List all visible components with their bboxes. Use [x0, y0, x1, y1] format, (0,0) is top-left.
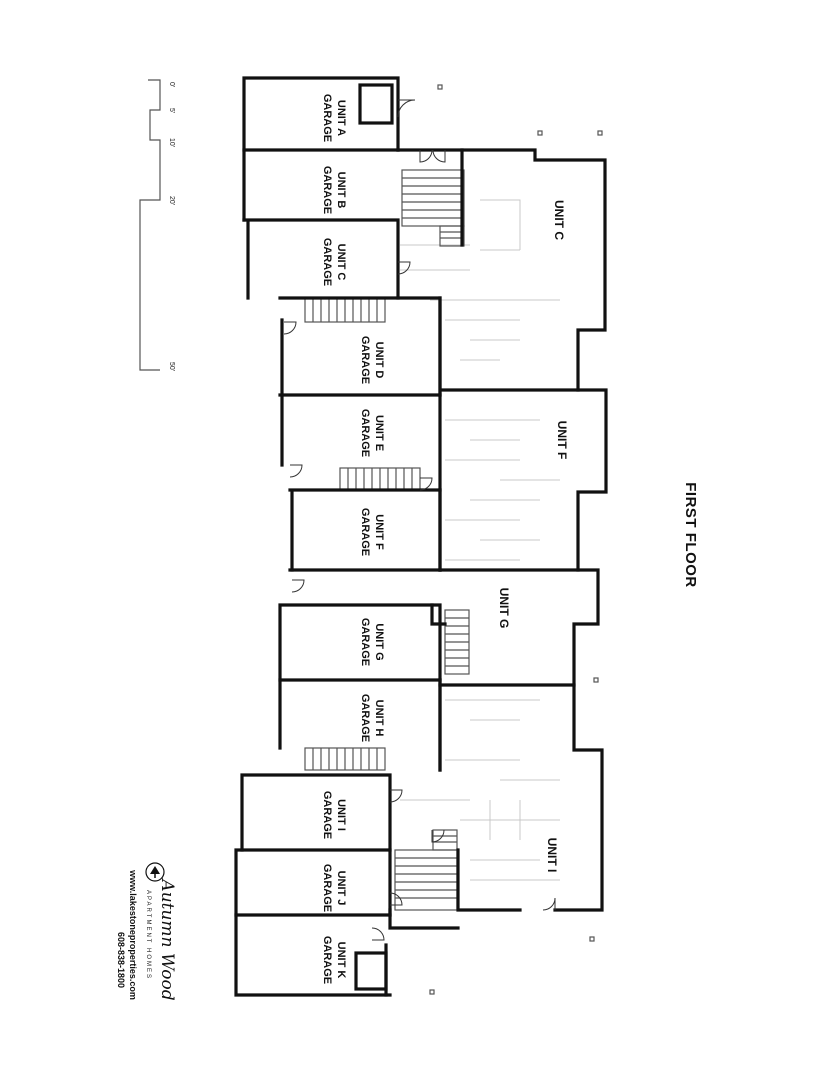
garage-h-unit: UNIT H	[373, 700, 385, 737]
garage-e-label: GARAGE	[359, 409, 371, 457]
page-title: FIRST FLOOR	[682, 482, 699, 588]
scale-tick-10: 10'	[168, 138, 175, 147]
garage-d-label: GARAGE	[359, 336, 371, 384]
scale-bar: 0' 5' 10' 20' 50'	[139, 79, 175, 371]
garage-c-label: GARAGE	[321, 238, 333, 286]
garage-a-unit: UNIT A	[335, 100, 347, 136]
unit-labels: UNIT C UNIT F UNIT G UNIT I	[497, 200, 569, 872]
garage-k-unit: UNIT K	[335, 942, 347, 979]
unit-g-label: UNIT G	[497, 588, 511, 629]
garage-labels: UNIT A GARAGE UNIT B GARAGE UNIT C GARAG…	[321, 94, 385, 984]
garage-b-label: GARAGE	[321, 166, 333, 214]
brand-subtitle: APARTMENT HOMES	[145, 890, 151, 980]
unit-i-label: UNIT I	[545, 838, 559, 873]
brand-name: Autumn Wood	[157, 877, 177, 1000]
scale-tick-50: 50'	[168, 362, 175, 371]
doors	[283, 99, 556, 941]
brand-phone: 608-838-1800	[116, 932, 126, 988]
garage-g-unit: UNIT G	[373, 623, 385, 660]
unit-f-label: UNIT F	[555, 421, 569, 460]
scale-tick-0: 0'	[168, 82, 175, 87]
garage-e-unit: UNIT E	[373, 415, 385, 451]
scale-tick-20: 20'	[168, 196, 175, 205]
garage-j-label: GARAGE	[321, 864, 333, 912]
garage-g-label: GARAGE	[359, 618, 371, 666]
posts	[429, 84, 603, 995]
tree-logo-icon	[145, 862, 165, 882]
garage-i-label: GARAGE	[321, 791, 333, 839]
garage-k-label: GARAGE	[321, 936, 333, 984]
garage-h-label: GARAGE	[359, 694, 371, 742]
brand-website: www.lakestoneproperties.com	[128, 869, 138, 1000]
garage-d-unit: UNIT D	[373, 342, 385, 379]
garage-f-label: GARAGE	[359, 508, 371, 556]
garage-a-label: GARAGE	[321, 94, 333, 142]
garage-i-unit: UNIT I	[335, 799, 347, 831]
garage-b-unit: UNIT B	[335, 172, 347, 209]
unit-walls	[288, 148, 608, 930]
garage-j-unit: UNIT J	[335, 871, 347, 906]
brand-block: Autumn Wood APARTMENT HOMES www.lakeston…	[116, 862, 177, 1001]
interior-detail	[400, 199, 560, 881]
unit-c-label: UNIT C	[552, 200, 566, 240]
garage-f-unit: UNIT F	[373, 514, 385, 550]
stairs	[304, 169, 470, 911]
scale-tick-5: 5'	[168, 108, 175, 113]
garage-c-unit: UNIT C	[335, 244, 347, 281]
